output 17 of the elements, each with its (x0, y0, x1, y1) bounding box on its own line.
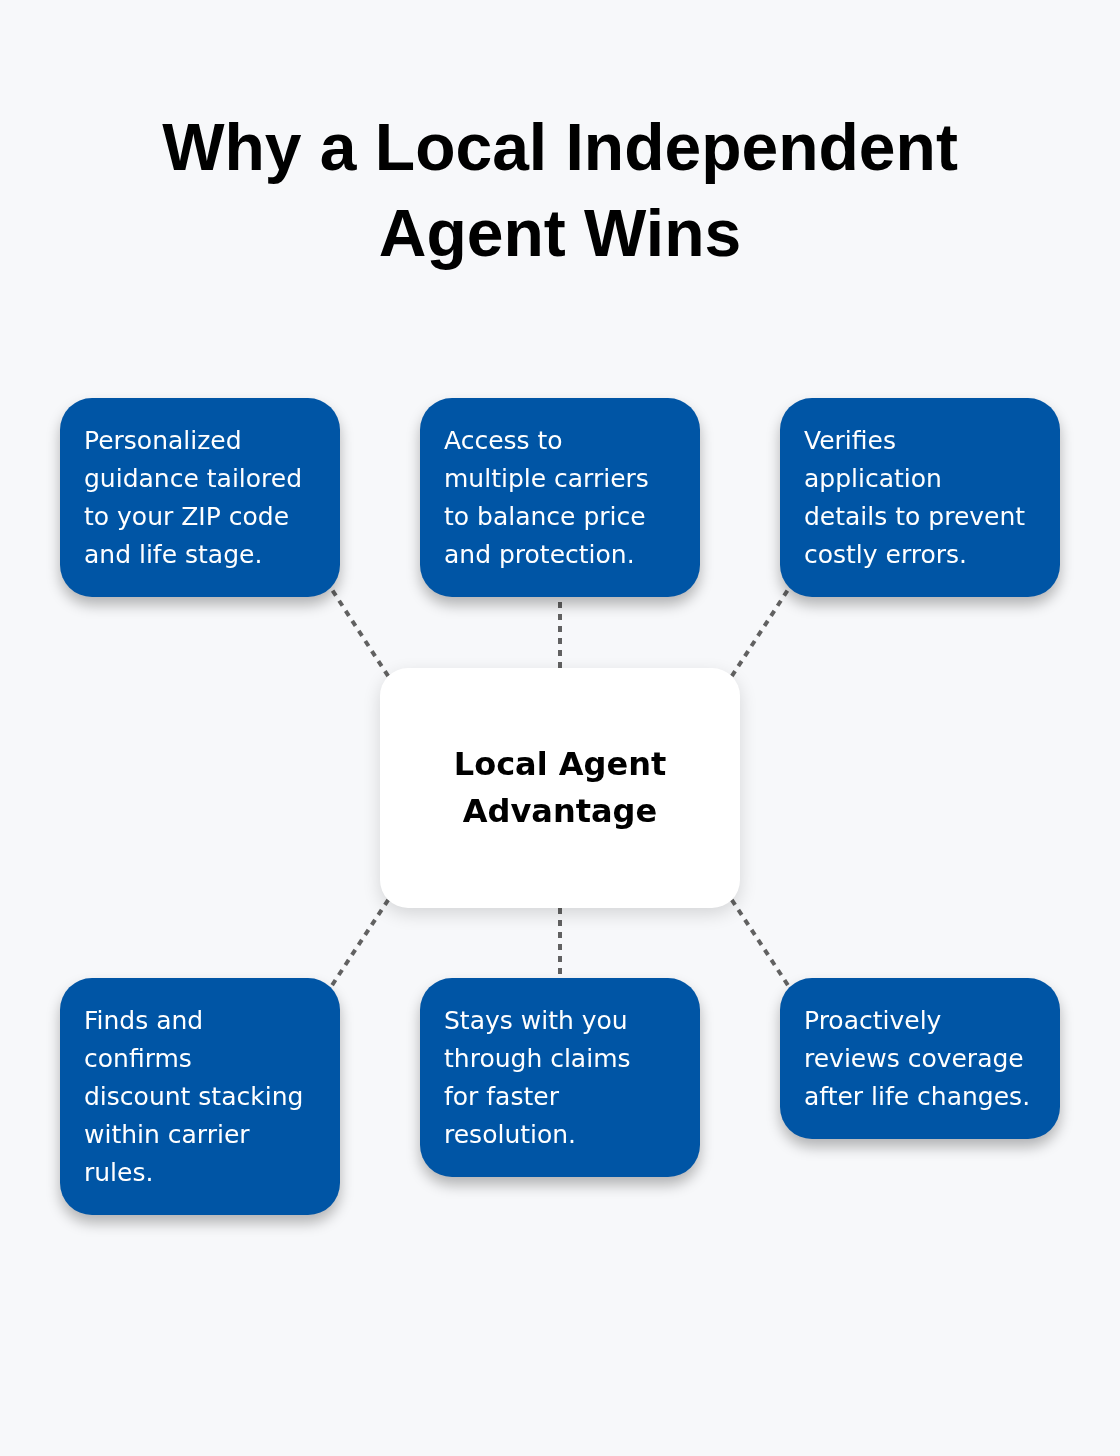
benefit-box (60, 978, 340, 1215)
benefit-text: Access to multiple carriers to balance price and protection. (444, 425, 650, 571)
benefit-text: Stays with you through claims for faster resolution. (444, 1005, 632, 1151)
benefit-text: Proactively reviews coverage after life changes. (804, 1005, 1032, 1113)
title: Why a Local Independent Agent Wins (161, 109, 959, 272)
benefit-box (420, 398, 700, 597)
benefit-box (60, 398, 340, 597)
central-box (380, 668, 740, 908)
benefit-text: Verifies application details to prevent costly errors. (804, 425, 1027, 571)
benefit-text: Finds and confirms discount stacking within carrier rules. (84, 1005, 305, 1189)
dashed-connector (730, 898, 792, 989)
benefit-text: Personalized guidance tailored to your ZIP code and life stage. (84, 425, 304, 571)
benefit-box (420, 978, 700, 1177)
benefit-box (780, 978, 1060, 1139)
dashed-connector (328, 898, 390, 989)
benefit-box (780, 398, 1060, 597)
central-label: Local Agent Advantage (452, 744, 668, 832)
